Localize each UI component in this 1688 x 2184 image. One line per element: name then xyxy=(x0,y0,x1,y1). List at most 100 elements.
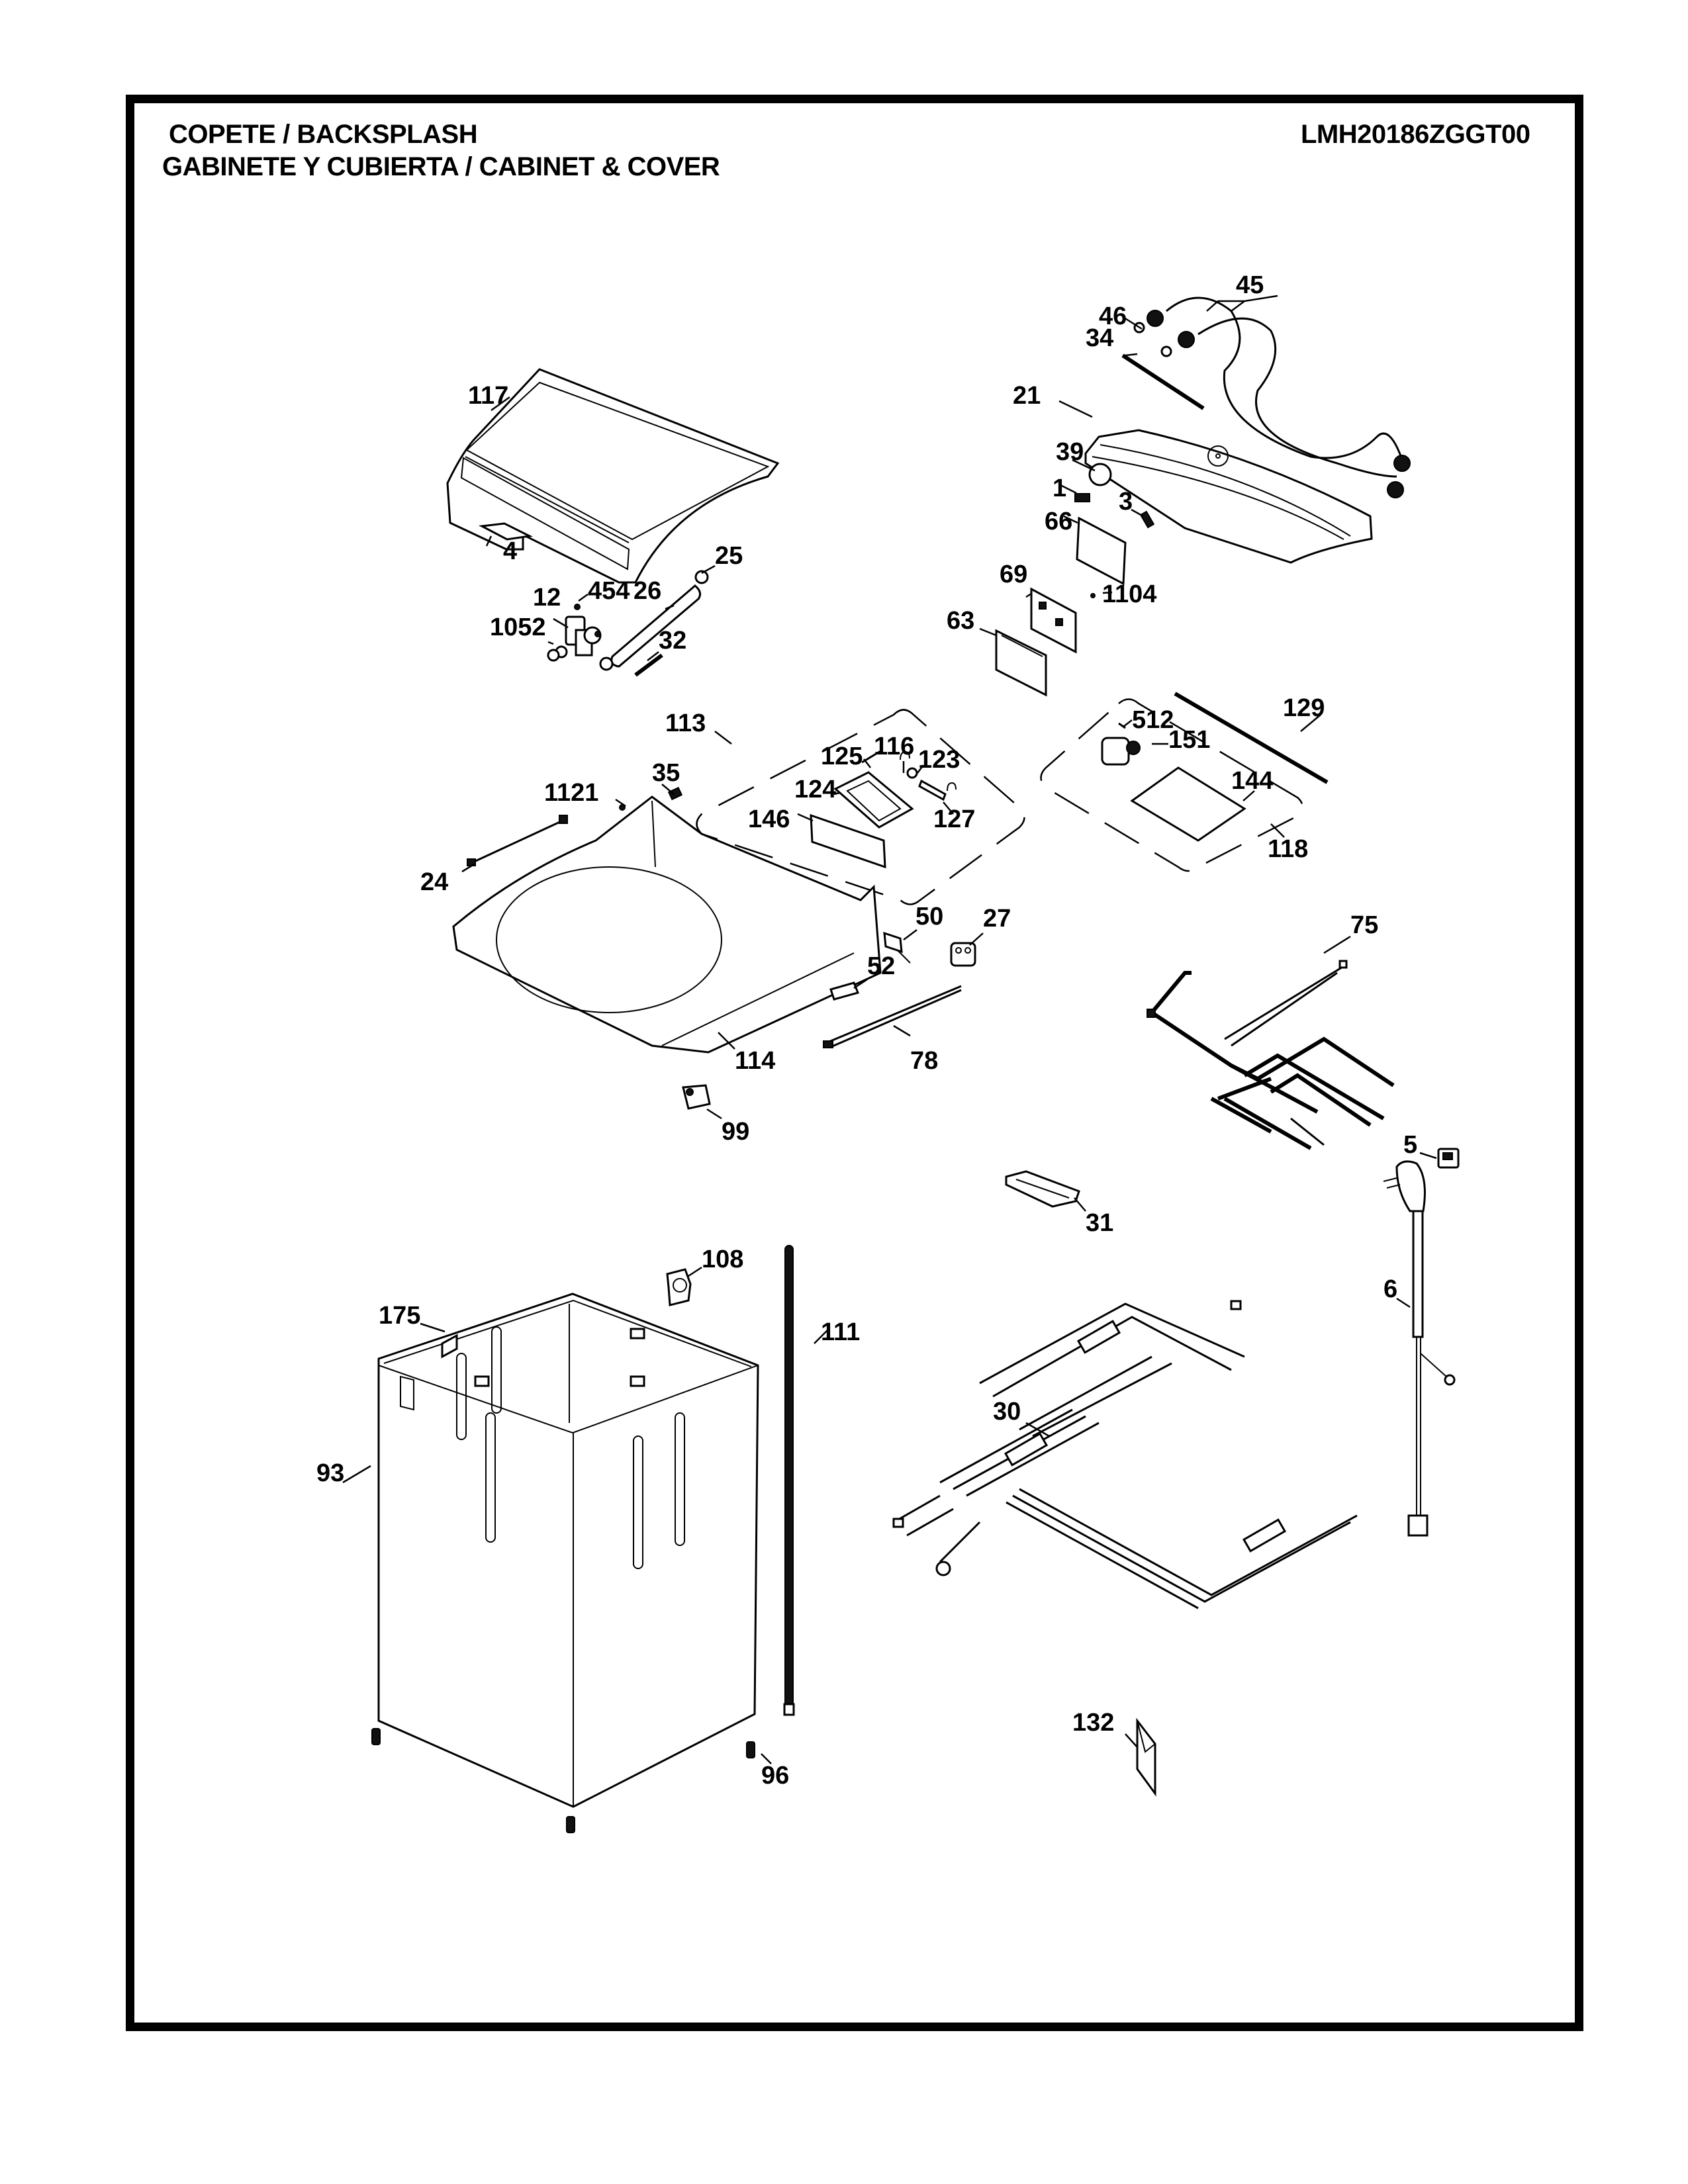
model-number: LMH20186ZGGT00 xyxy=(1301,120,1530,149)
part-144-bracket[interactable] xyxy=(1130,766,1246,842)
part-116-cap[interactable] xyxy=(900,751,910,760)
callout-35: 35 xyxy=(652,759,680,787)
callout-30: 30 xyxy=(993,1398,1021,1426)
callout-63: 63 xyxy=(947,607,974,635)
part-21-backsplash[interactable] xyxy=(1084,429,1373,564)
part-118-valve-assembly[interactable] xyxy=(1040,698,1303,872)
part-129-rod[interactable] xyxy=(1174,692,1329,784)
callout-46: 46 xyxy=(1099,302,1127,330)
callout-78: 78 xyxy=(910,1047,938,1075)
hose-clamp-icon xyxy=(599,657,614,671)
callout-1: 1 xyxy=(1053,475,1066,502)
callout-116: 116 xyxy=(874,733,914,760)
part-30-main-harness[interactable] xyxy=(892,1300,1358,1610)
callout-27: 27 xyxy=(983,905,1011,933)
leader-lines xyxy=(342,295,1437,1764)
part-123-cap[interactable] xyxy=(906,767,918,779)
callout-117: 117 xyxy=(468,382,508,410)
part-108-bracket[interactable] xyxy=(666,1268,692,1306)
part-96-leveling-leg[interactable] xyxy=(371,1728,755,1833)
callout-129: 129 xyxy=(1283,694,1325,722)
part-45-inlet-hoses[interactable] xyxy=(1147,296,1411,498)
callout-125: 125 xyxy=(821,743,863,770)
cap-icon xyxy=(947,782,957,792)
section-title-backsplash: COPETE / BACKSPLASH xyxy=(169,120,478,149)
part-454-screw[interactable] xyxy=(574,604,581,610)
callout-labels: 117 4 12 454 1052 26 25 32 45 46 34 21 3… xyxy=(316,271,1417,1790)
part-124-dispenser-drawer[interactable] xyxy=(833,771,914,829)
part-31-tray[interactable] xyxy=(1005,1170,1080,1208)
callout-111: 111 xyxy=(821,1318,860,1346)
part-146-drawer-front[interactable] xyxy=(810,813,886,869)
callout-151: 151 xyxy=(1168,726,1210,754)
part-27-pressure-switch[interactable] xyxy=(950,942,976,967)
callout-3: 3 xyxy=(1119,488,1133,516)
callout-32: 32 xyxy=(659,627,686,655)
callout-146: 146 xyxy=(748,805,790,833)
part-114-top-cover[interactable] xyxy=(452,796,882,1054)
callout-127: 127 xyxy=(933,805,975,833)
part-127-damper[interactable] xyxy=(918,779,947,801)
part-4-lid-badge[interactable] xyxy=(479,522,533,541)
callout-4: 4 xyxy=(503,537,517,565)
part-66-pcb-bracket[interactable] xyxy=(1076,516,1127,586)
part-113-dispenser-assembly[interactable] xyxy=(696,709,1025,905)
part-175-label[interactable] xyxy=(441,1334,458,1359)
part-111-suspension-rod[interactable] xyxy=(783,1245,795,1716)
callout-34: 34 xyxy=(1086,324,1113,352)
part-34-rod[interactable] xyxy=(1121,353,1205,410)
part-6-power-cord[interactable] xyxy=(1383,1160,1456,1537)
part-50-switch[interactable] xyxy=(883,931,911,964)
callout-75: 75 xyxy=(1350,911,1378,939)
part-12-water-valve[interactable] xyxy=(555,615,602,659)
callout-26: 26 xyxy=(633,577,661,605)
part-117-top-lid[interactable] xyxy=(446,368,780,584)
callout-99: 99 xyxy=(722,1118,749,1146)
callout-123: 123 xyxy=(918,746,960,774)
part-151-valve[interactable] xyxy=(1101,737,1141,766)
callout-6: 6 xyxy=(1383,1275,1397,1303)
callout-50: 50 xyxy=(915,903,943,931)
part-32-spring[interactable] xyxy=(634,653,663,677)
part-5-connector[interactable] xyxy=(1437,1148,1460,1169)
callout-144: 144 xyxy=(1231,767,1273,795)
section-title-cabinet: GABINETE Y CUBIERTA / CABINET & COVER xyxy=(162,152,720,181)
callout-175: 175 xyxy=(379,1302,420,1330)
drawing-frame xyxy=(126,95,1583,2031)
callout-12: 12 xyxy=(533,584,561,612)
part-69-main-pcb[interactable] xyxy=(1030,587,1077,654)
part-52-bracket[interactable] xyxy=(829,981,860,1001)
screw-icon xyxy=(594,631,601,637)
part-99-lid-lock[interactable] xyxy=(682,1084,711,1110)
callout-25: 25 xyxy=(715,542,743,570)
callout-124: 124 xyxy=(794,776,836,803)
part-93-cabinet[interactable] xyxy=(377,1293,759,1808)
part-75-wire-harness[interactable] xyxy=(1147,960,1395,1150)
callout-96: 96 xyxy=(761,1762,789,1790)
callout-108: 108 xyxy=(702,1246,743,1273)
callout-512: 512 xyxy=(1132,706,1174,734)
callout-52: 52 xyxy=(867,952,895,980)
callout-24: 24 xyxy=(420,868,448,896)
callout-66: 66 xyxy=(1045,508,1072,535)
part-78-harness[interactable] xyxy=(823,985,962,1048)
callout-31: 31 xyxy=(1086,1209,1113,1237)
part-63-pcb-cover[interactable] xyxy=(995,629,1047,697)
callout-118: 118 xyxy=(1268,835,1308,863)
part-1104-screw[interactable] xyxy=(1090,593,1096,598)
part-39-knob[interactable] xyxy=(1088,463,1112,486)
callout-114: 114 xyxy=(735,1047,775,1075)
part-512-screw[interactable] xyxy=(1118,722,1126,729)
part-132-manual[interactable] xyxy=(1136,1717,1156,1797)
part-25-hose-clamp[interactable] xyxy=(694,570,709,584)
part-35-clip[interactable] xyxy=(667,786,683,801)
part-1-label[interactable] xyxy=(1074,493,1090,502)
callout-69: 69 xyxy=(1000,561,1027,588)
part-1052-clamp[interactable] xyxy=(547,649,560,662)
callout-5: 5 xyxy=(1403,1131,1417,1159)
part-24-sensor-lead[interactable] xyxy=(467,815,568,866)
callout-45: 45 xyxy=(1236,271,1264,299)
part-3-capacity-label[interactable] xyxy=(1139,510,1155,529)
callout-132: 132 xyxy=(1072,1709,1114,1737)
